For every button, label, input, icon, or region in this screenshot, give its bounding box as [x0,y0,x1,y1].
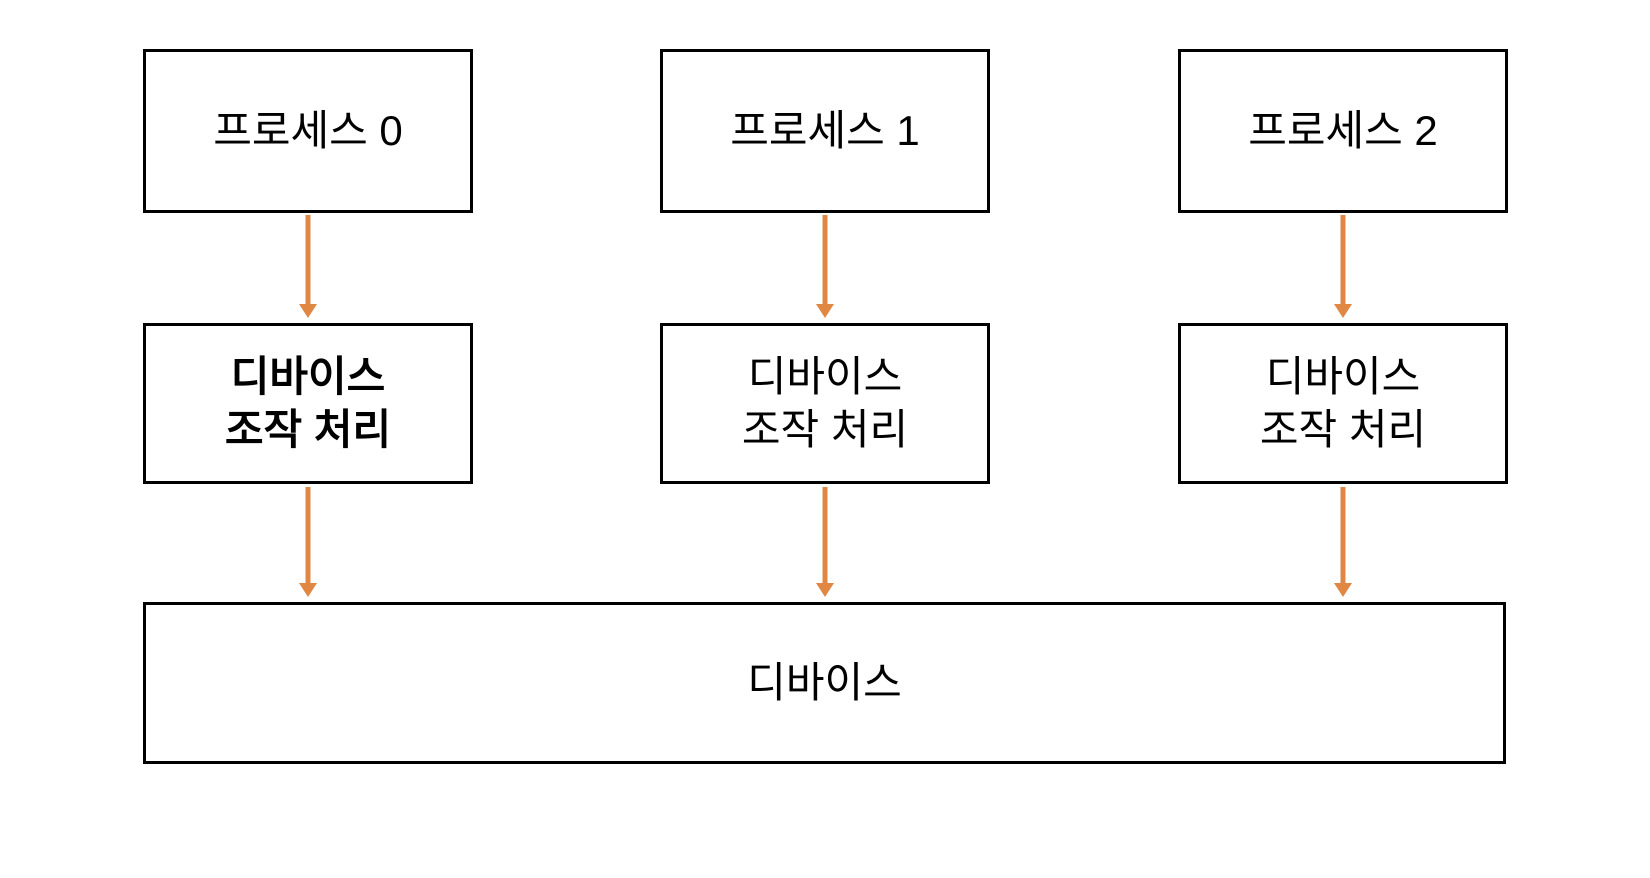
process-0-box: 프로세스 0 [143,49,473,213]
device-handler-0-box: 디바이스 조작 처리 [143,323,473,484]
arrow-process-0-to-handler-0-icon [299,215,317,318]
arrow-process-1-to-handler-1-icon [816,215,834,318]
arrow-process-2-to-handler-2-icon [1334,215,1352,318]
process-1-box: 프로세스 1 [660,49,990,213]
device-handler-0-label: 디바이스 조작 처리 [224,353,392,453]
arrow-handler-0-to-device-icon [299,487,317,597]
device-handler-1-box: 디바이스 조작 처리 [660,323,990,484]
process-2-label: 프로세스 2 [1248,106,1438,154]
arrow-head [816,304,834,318]
arrow-head [816,583,834,597]
arrow-stem [822,487,828,585]
arrow-stem [305,487,311,585]
device-handler-2-label: 디바이스 조작 처리 [1259,353,1427,453]
process-0-label: 프로세스 0 [213,106,403,154]
device-handler-2-box: 디바이스 조작 처리 [1178,323,1508,484]
arrow-head [1334,304,1352,318]
arrow-head [299,304,317,318]
device-box: 디바이스 [143,602,1506,764]
process-2-box: 프로세스 2 [1178,49,1508,213]
arrow-handler-1-to-device-icon [816,487,834,597]
device-handler-1-label: 디바이스 조작 처리 [741,353,909,453]
arrow-head [299,583,317,597]
device-label: 디바이스 [747,658,902,706]
arrow-stem [1340,215,1346,306]
arrow-stem [305,215,311,306]
arrow-handler-2-to-device-icon [1334,487,1352,597]
process-1-label: 프로세스 1 [730,106,920,154]
arrow-stem [822,215,828,306]
arrow-head [1334,583,1352,597]
arrow-stem [1340,487,1346,585]
